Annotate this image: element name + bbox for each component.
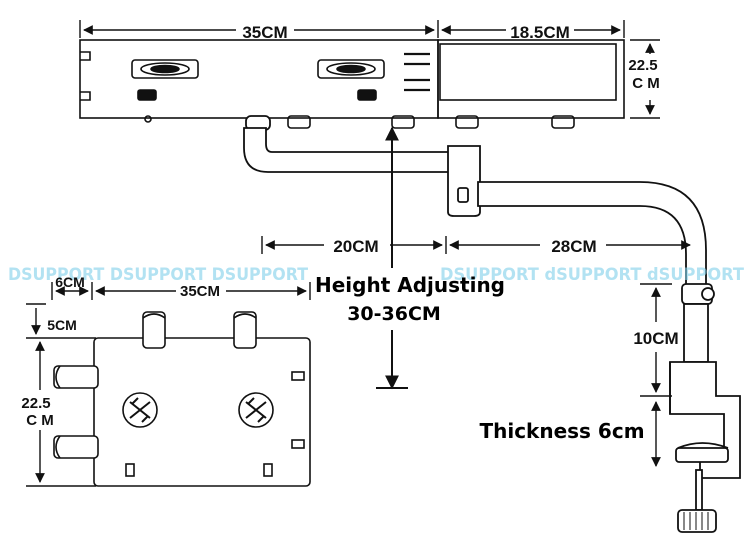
peg-icon [53, 435, 99, 459]
peg-icon [233, 311, 257, 349]
peg-icon [53, 365, 99, 389]
arm-dimension-lines [261, 236, 691, 467]
top-depth-label-2: C M [632, 75, 660, 92]
peg-icon [142, 311, 166, 349]
top-width-main-label: 35CM [242, 23, 287, 42]
height-adjusting-title: Height Adjusting [315, 273, 505, 297]
fan-icon [238, 392, 274, 428]
watermark-left: DSUPPORT DSUPPORT DSUPPORT [8, 265, 308, 285]
plan-top-gap-label: 5CM [47, 317, 77, 333]
watermark-right: DSUPPORT dSUPPORT dSUPPORT [440, 265, 744, 285]
top-dimension-lines [79, 20, 660, 119]
pole-height-label: 10CM [633, 329, 678, 348]
plan-dimension-lines [26, 282, 311, 487]
arm-inner-label: 20CM [333, 237, 378, 256]
fan-icon [317, 59, 385, 79]
plan-width-label: 35CM [180, 283, 220, 300]
height-range-label: 30-36CM [347, 303, 441, 325]
side-view-tray [79, 39, 625, 129]
fan-icon [122, 392, 158, 428]
plan-depth-label-1: 22.5 [21, 395, 50, 412]
plan-view-tray [53, 311, 311, 487]
fan-icon [131, 59, 199, 79]
plan-depth-label-2: C M [26, 412, 54, 429]
plan-offset-label: 6CM [55, 274, 85, 290]
top-width-side-label: 18.5CM [510, 23, 570, 42]
thickness-label: Thickness 6cm [479, 419, 644, 443]
arm-outer-label: 28CM [551, 237, 596, 256]
top-depth-label-1: 22.5 [628, 57, 657, 74]
support-arm [243, 115, 741, 533]
